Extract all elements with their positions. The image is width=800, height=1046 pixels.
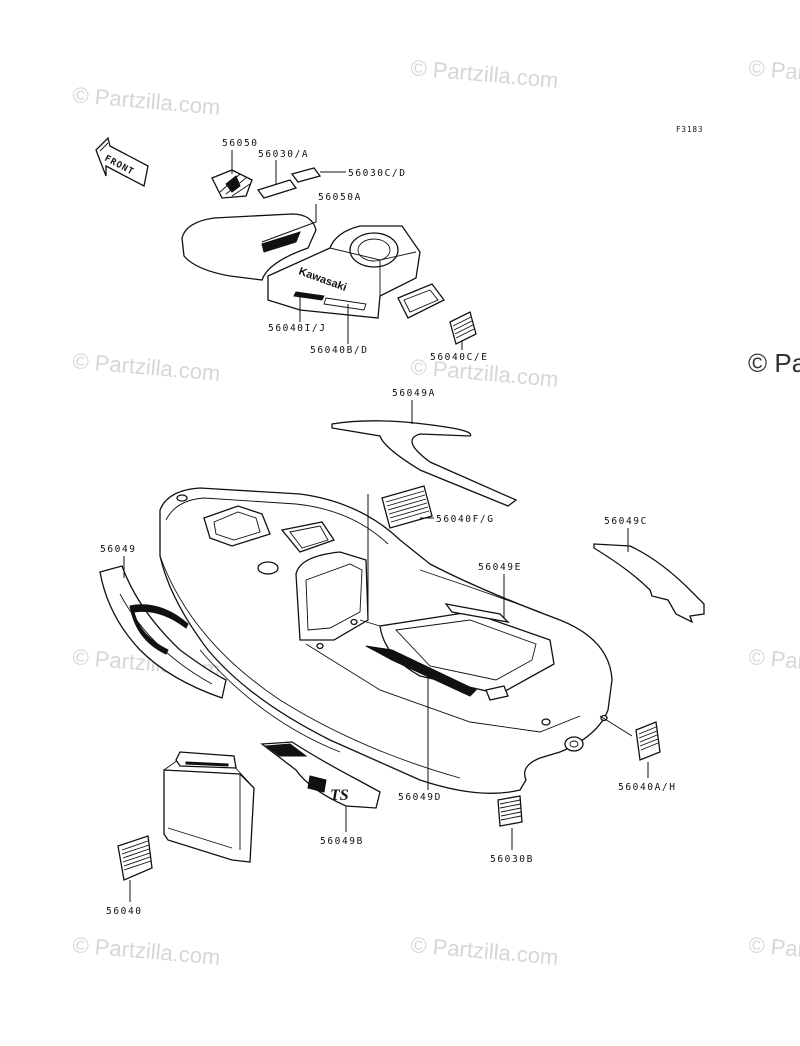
part-label: 56049A xyxy=(392,388,436,399)
part-label: 56040C/E xyxy=(430,352,489,363)
hood-assembly: Kawasaki xyxy=(181,167,477,345)
watermark: © Partzilla.com xyxy=(748,55,800,93)
part-label: 56040A/H xyxy=(618,782,677,793)
part-label: 56049 xyxy=(100,544,137,555)
label-56040ah-icon xyxy=(635,721,661,761)
watermark: © Partzilla.com xyxy=(410,932,560,970)
plate-56030a-icon xyxy=(256,179,298,199)
part-label: 56049B xyxy=(320,836,364,847)
watermark: © Partzilla.com xyxy=(748,644,800,682)
part-label: 56040I/J xyxy=(268,323,327,334)
part-label: 56049D xyxy=(398,792,442,803)
part-label: 56050 xyxy=(222,138,259,149)
hull-icon xyxy=(159,487,613,794)
part-label: 56040B/D xyxy=(310,345,369,356)
stripe-56049c-icon xyxy=(593,543,705,624)
label-56040ce-icon xyxy=(449,311,477,345)
decal-56049b-icon: TS xyxy=(260,741,381,809)
stripe-56049a-icon xyxy=(331,420,518,507)
watermark: © Partzilla.com xyxy=(72,348,222,386)
watermark: © Partzilla.com xyxy=(72,932,222,970)
side-decal-56049-icon xyxy=(99,565,227,699)
part-label: 56040 xyxy=(106,906,143,917)
figure-code: F3183 xyxy=(676,125,704,134)
label-56040-icon xyxy=(117,835,153,881)
stripe-56049e-icon xyxy=(444,603,510,624)
decal-56050-icon xyxy=(211,169,253,199)
watermark: © Partzilla.com xyxy=(72,82,222,120)
part-label: 56030B xyxy=(490,854,534,865)
part-label: 56030C/D xyxy=(348,168,407,179)
label-56040fg-icon xyxy=(381,485,433,529)
seat-icon xyxy=(181,213,317,281)
watermark: © Partzilla.com xyxy=(410,55,560,93)
part-label: 56040F/G xyxy=(436,514,495,525)
stripe-56049d-icon xyxy=(365,645,477,697)
watermark-partial: © Pa xyxy=(748,348,800,378)
part-label: 56049E xyxy=(478,562,522,573)
model-decal: TS xyxy=(330,787,349,804)
watermark: © Partzilla.com xyxy=(748,932,800,970)
battery-icon xyxy=(163,751,255,863)
part-label: 56030/A xyxy=(258,149,309,160)
plate-56030cd-icon xyxy=(290,167,322,183)
front-arrow-icon: FRONT xyxy=(95,136,149,187)
label-56030b-icon xyxy=(497,795,523,827)
part-label: 56049C xyxy=(604,516,648,527)
part-label: 56050A xyxy=(318,192,362,203)
